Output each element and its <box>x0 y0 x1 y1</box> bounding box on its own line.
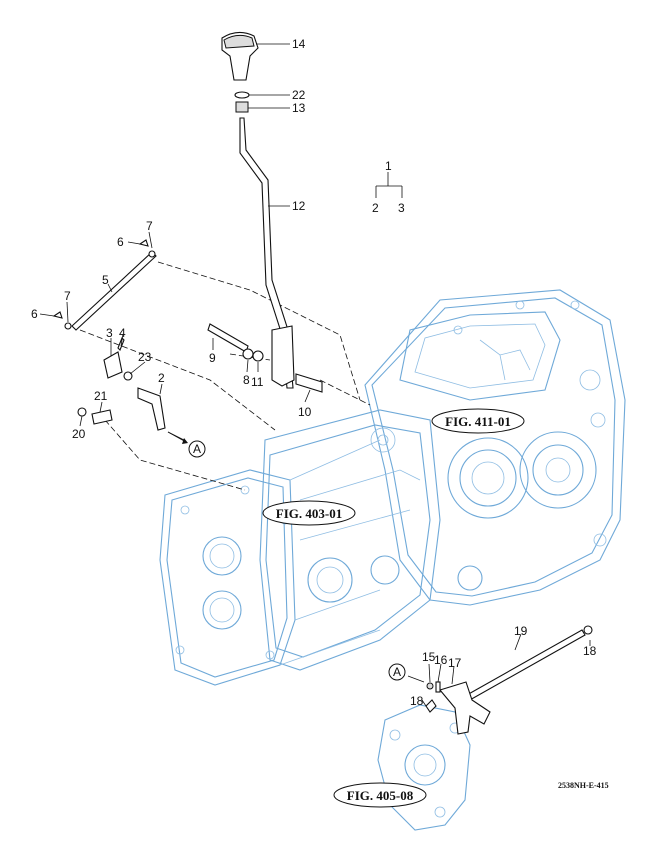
part-3-bracket <box>103 351 123 379</box>
part-18-clip-lower <box>425 699 437 713</box>
marker-a-lower: A <box>388 663 406 681</box>
part-21-plate <box>91 409 113 425</box>
callout-11: 11 <box>251 375 264 389</box>
cover-housing <box>377 704 471 831</box>
part-15-ball <box>426 682 434 690</box>
part-18-clip-upper <box>583 625 593 635</box>
callout-5: 5 <box>102 273 109 287</box>
marker-a-upper-label: A <box>193 442 201 456</box>
rear-transmission-housing <box>364 289 626 606</box>
part-19-shift-rail <box>457 629 586 706</box>
lever-base-bracket <box>271 325 295 387</box>
callout-3: 3 <box>106 326 113 340</box>
callout-16: 16 <box>434 653 448 667</box>
part-16-spring <box>435 681 441 693</box>
document-reference: 2538NH-E-415 <box>558 781 609 790</box>
callout-23: 23 <box>138 350 152 364</box>
part-13-nut <box>235 101 249 113</box>
callout-18-upper: 18 <box>583 644 597 658</box>
callout-9: 9 <box>209 351 216 365</box>
callout-14: 14 <box>292 37 306 51</box>
callout-7-lower: 7 <box>64 289 71 303</box>
callout-4: 4 <box>119 326 126 340</box>
leader-lines <box>39 43 591 707</box>
marker-a-lower-label: A <box>393 665 401 679</box>
part-6-clip-lower <box>52 311 63 319</box>
part-22-washer <box>234 91 250 99</box>
callout-21: 21 <box>94 389 108 403</box>
part-5-linkage-rod <box>71 251 157 331</box>
part-20-screw <box>77 407 87 417</box>
callout-18-lower: 18 <box>410 694 424 708</box>
part-7-washer-lower <box>64 322 72 330</box>
callout-2-group: 2 <box>372 201 379 215</box>
part-9-bolt <box>207 323 249 353</box>
callout-1: 1 <box>385 159 392 173</box>
part-11-washer <box>252 350 264 362</box>
part-7-washer-upper <box>148 250 156 258</box>
figure-ref-405-08-label: FIG. 405-08 <box>347 788 414 803</box>
callout-6-upper: 6 <box>117 235 124 249</box>
figure-ref-403-01-label: FIG. 403-01 <box>276 506 342 521</box>
figure-ref-403-01: FIG. 403-01 <box>262 500 356 526</box>
part-10-pin <box>295 373 323 393</box>
callout-20: 20 <box>72 427 86 441</box>
figure-ref-411-01-label: FIG. 411-01 <box>445 414 511 429</box>
callout-17: 17 <box>448 656 462 670</box>
part-6-clip-upper <box>138 239 149 247</box>
callout-8: 8 <box>243 373 250 387</box>
marker-a-upper: A <box>167 431 206 458</box>
callout-12: 12 <box>292 199 306 213</box>
callout-19: 19 <box>514 624 528 638</box>
callout-13: 13 <box>292 101 306 115</box>
part-12-gear-lever <box>239 117 294 389</box>
gear-lever-knob <box>221 31 259 81</box>
figure-ref-411-01: FIG. 411-01 <box>431 408 525 434</box>
part-2-shift-arm <box>137 387 166 431</box>
callout-15: 15 <box>422 650 436 664</box>
part-17-shift-fork <box>439 681 491 735</box>
front-transmission-housing <box>159 409 441 686</box>
callout-3-group: 3 <box>398 201 405 215</box>
part-8-washer <box>242 348 254 360</box>
callout-7-upper: 7 <box>146 219 153 233</box>
callout-22: 22 <box>292 88 306 102</box>
callout-10: 10 <box>298 405 312 419</box>
figure-ref-405-08: FIG. 405-08 <box>333 782 427 808</box>
callout-6-lower: 6 <box>31 307 38 321</box>
callout-2: 2 <box>158 371 165 385</box>
